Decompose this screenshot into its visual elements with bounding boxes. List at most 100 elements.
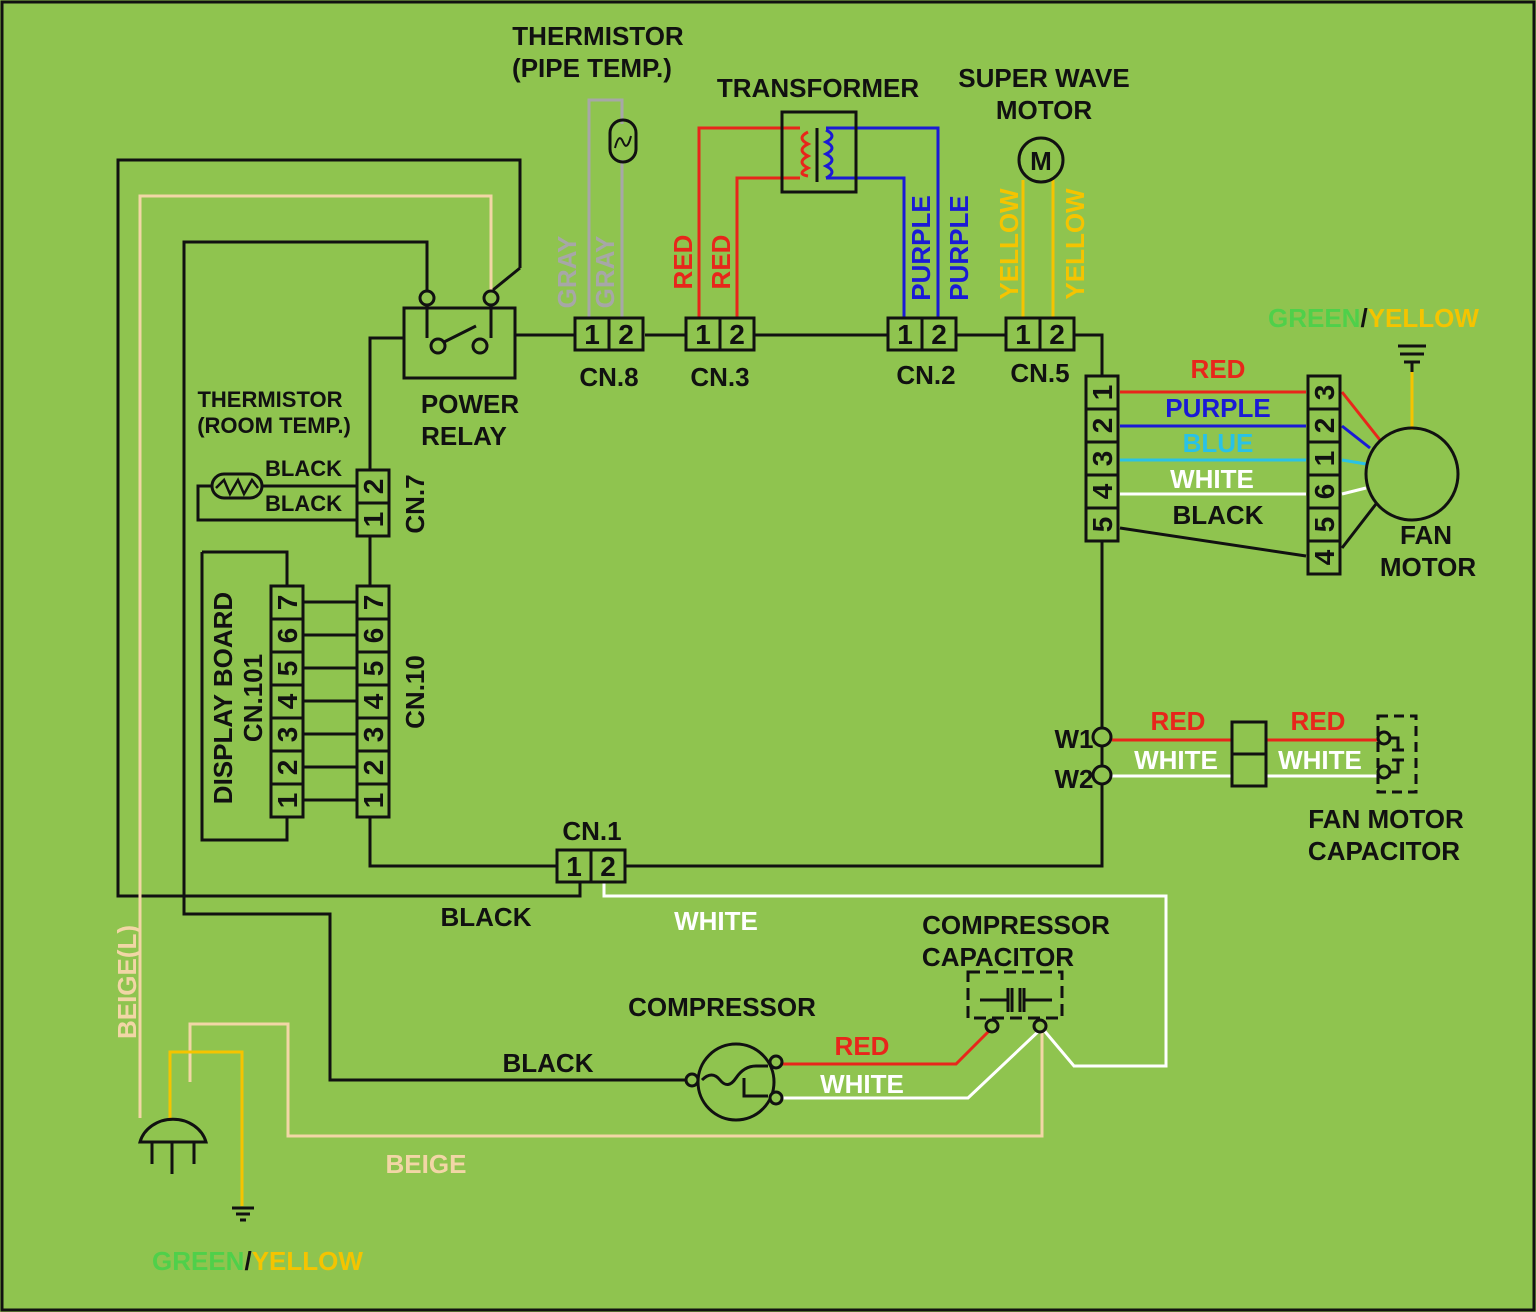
fan-motor-terminal-pin-label: 4 xyxy=(1309,549,1340,565)
fan-motor-capacitor-label-2: CAPACITOR xyxy=(1308,836,1460,866)
cap-red-label-2: RED xyxy=(1291,706,1346,736)
plug-ground-green: GREEN xyxy=(152,1246,244,1276)
cn5-label: CN.5 xyxy=(1010,358,1069,388)
compressor-white-label: WHITE xyxy=(820,1069,904,1099)
cn101-pin-label: 3 xyxy=(272,727,303,743)
cn2-cell xyxy=(920,316,958,352)
fan-white-label: WHITE xyxy=(1170,464,1254,494)
cn2-label: CN.2 xyxy=(896,360,955,390)
cn7-cell xyxy=(355,501,391,538)
fan-ground-yellow: YELLOW xyxy=(1368,303,1480,333)
yellow-wire-label-1: YELLOW xyxy=(994,188,1024,300)
compressor-capacitor-label-2: CAPACITOR xyxy=(922,942,1074,972)
fan-connector-cell xyxy=(1084,374,1120,411)
fan-connector-cell xyxy=(1084,440,1120,477)
fan-connector-pin-label: 5 xyxy=(1087,517,1118,533)
plug-ground-slash: / xyxy=(244,1246,251,1276)
cn101-pin-label: 4 xyxy=(272,693,303,709)
fan-motor-wires xyxy=(1119,344,1460,558)
cn101-cell xyxy=(269,716,305,753)
transformer-label: TRANSFORMER xyxy=(717,73,919,103)
beige-wires xyxy=(138,194,1044,1138)
fan-motor-label-1: FAN xyxy=(1400,520,1452,550)
purple-wire-label-2: PURPLE xyxy=(944,195,974,300)
cn2-cell xyxy=(886,316,924,352)
fan-motor-terminal-cell xyxy=(1306,539,1342,576)
cn10-pin-label: 4 xyxy=(358,693,389,709)
cn3-pin-label: 1 xyxy=(695,319,711,350)
power-relay-label-1: POWER xyxy=(421,389,519,419)
fan-motor-label-2: MOTOR xyxy=(1380,552,1477,582)
cn1-black-label: BLACK xyxy=(441,902,532,932)
thermistor-room-icon xyxy=(196,472,358,522)
thermistor-room-wire-label-2: BLACK xyxy=(265,491,342,516)
compressor-icon xyxy=(684,1042,784,1122)
cn10-pin-label: 7 xyxy=(358,595,389,611)
cn10-pin-label: 2 xyxy=(358,760,389,776)
display-board-label: DISPLAY BOARD xyxy=(208,592,238,804)
fan-motor-terminal-pin-label: 2 xyxy=(1309,418,1340,434)
fan-purple-label: PURPLE xyxy=(1165,393,1270,423)
cn8-cell xyxy=(607,316,645,352)
compressor-black-label: BLACK xyxy=(503,1048,594,1078)
cn10-cell xyxy=(355,650,391,687)
power-relay xyxy=(402,289,517,380)
cn1-pin-label: 2 xyxy=(600,851,616,882)
main-bus-wires xyxy=(116,158,1104,1082)
compressor-red-label: RED xyxy=(835,1031,890,1061)
purple-wire-label-1: PURPLE xyxy=(906,195,936,300)
cn101-pin-label: 7 xyxy=(272,595,303,611)
cn101-cell xyxy=(269,650,305,687)
cn5-pin-label: 2 xyxy=(1049,319,1065,350)
cn7-pin-label: 1 xyxy=(358,512,389,528)
cn1-cell xyxy=(589,848,627,884)
cn101-label: CN.101 xyxy=(238,654,268,742)
power-plug-icon xyxy=(138,1117,208,1174)
fan-ground-label: GREEN/YELLOW xyxy=(1268,303,1479,333)
super-wave-motor-label-1: SUPER WAVE xyxy=(958,63,1129,93)
fan-motor-terminal-pin-label: 5 xyxy=(1309,517,1340,533)
fan-red-label: RED xyxy=(1191,354,1246,384)
cn1-pin-label: 1 xyxy=(566,851,582,882)
cn10-pin-label: 1 xyxy=(358,793,389,809)
gray-wire-label-1: GRAY xyxy=(552,236,582,309)
cn101-pin-label: 6 xyxy=(272,628,303,644)
fan-motor-terminal-cell xyxy=(1306,506,1342,543)
cn101-pin-label: 1 xyxy=(272,793,303,809)
fan-motor-icon xyxy=(1364,426,1460,522)
fan-motor-terminal-cell xyxy=(1306,374,1342,411)
cn10-cell xyxy=(355,749,391,786)
cn8-pin-label: 1 xyxy=(584,319,600,350)
cap-red-label-1: RED xyxy=(1151,706,1206,736)
cn8-pin-label: 2 xyxy=(618,319,634,350)
cn101-cell xyxy=(269,584,305,621)
compressor-capacitor-icon xyxy=(966,970,1064,1034)
thermistor-pipe-label-1: THERMISTOR xyxy=(512,21,684,51)
cn10-cell xyxy=(355,683,391,720)
cn3-pin-label: 2 xyxy=(729,319,745,350)
plug-ground-wires xyxy=(168,1050,254,1222)
cn1-white-label: WHITE xyxy=(674,906,758,936)
compressor-capacitor-label-1: COMPRESSOR xyxy=(922,910,1110,940)
gray-wire-label-2: GRAY xyxy=(590,236,620,309)
plug-ground-label: GREEN/YELLOW xyxy=(152,1246,363,1276)
display-board-links xyxy=(303,600,357,802)
cn101-cell xyxy=(269,782,305,819)
transformer-icon xyxy=(697,110,940,318)
fan-ground-slash: / xyxy=(1360,303,1367,333)
cn10-cell xyxy=(355,617,391,654)
thermistor-room-label-2: (ROOM TEMP.) xyxy=(197,413,351,438)
power-relay-label-2: RELAY xyxy=(421,421,507,451)
beige-label: BEIGE xyxy=(386,1149,467,1179)
cn3-cell xyxy=(718,316,756,352)
cn5-pin-label: 1 xyxy=(1015,319,1031,350)
fan-motor-terminal-pin-label: 3 xyxy=(1309,385,1340,401)
thermistor-pipe-icon xyxy=(587,98,638,318)
fan-motor-terminal-pin-label: 1 xyxy=(1309,451,1340,467)
cn101-pin-label: 2 xyxy=(272,760,303,776)
fan-connector-cell xyxy=(1084,473,1120,510)
